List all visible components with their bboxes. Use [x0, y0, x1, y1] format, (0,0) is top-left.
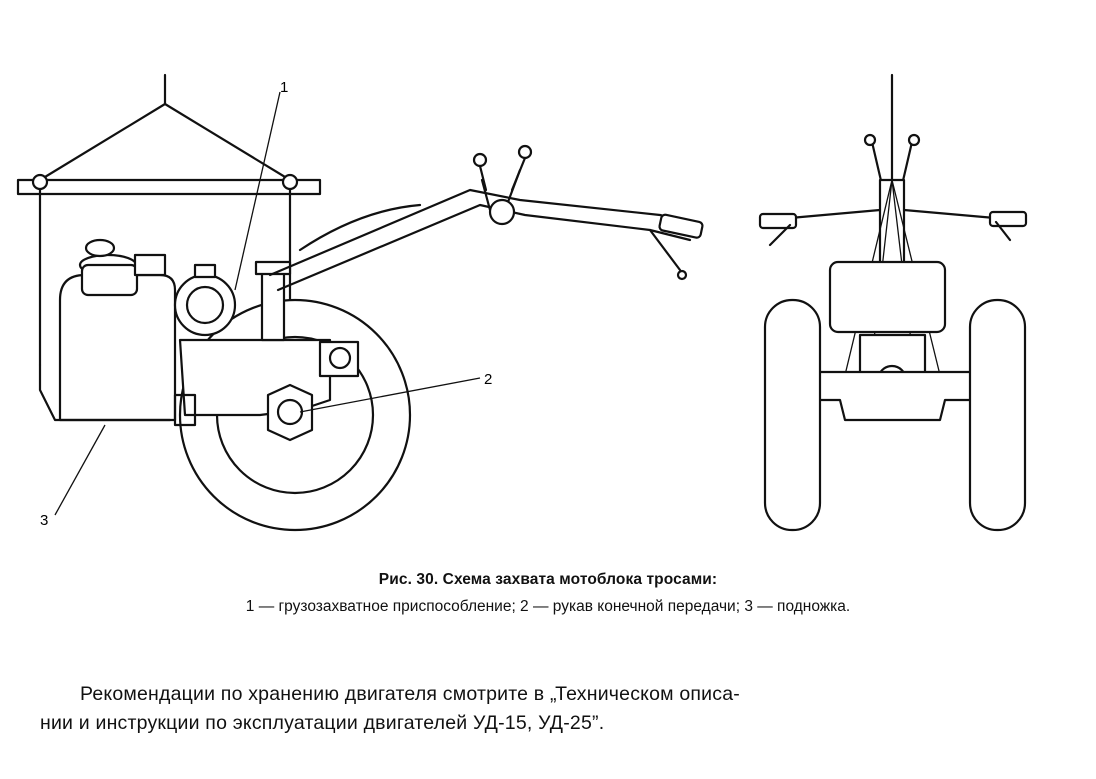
body-line-1: Рекомендации по хранению двигателя смотр… [80, 683, 740, 705]
figure-caption-legend: 1 — грузозахватное приспособление; 2 — р… [245, 598, 851, 615]
front-view-drawing [758, 73, 1028, 532]
callout-1: 1 [280, 79, 288, 96]
body-paragraph: Рекомендации по хранению двигателя смотр… [40, 680, 1040, 738]
side-view-drawing [16, 73, 704, 532]
body-line-2: нии и инструкции по эксплуатации двигате… [40, 712, 605, 734]
callout-3: 3 [40, 512, 48, 529]
callout-2: 2 [484, 371, 492, 388]
motoblock-figure: 1 2 3 [16, 73, 1028, 532]
figure-caption-title: Рис. 30. Схема захвата мотоблока тросами… [378, 571, 718, 588]
